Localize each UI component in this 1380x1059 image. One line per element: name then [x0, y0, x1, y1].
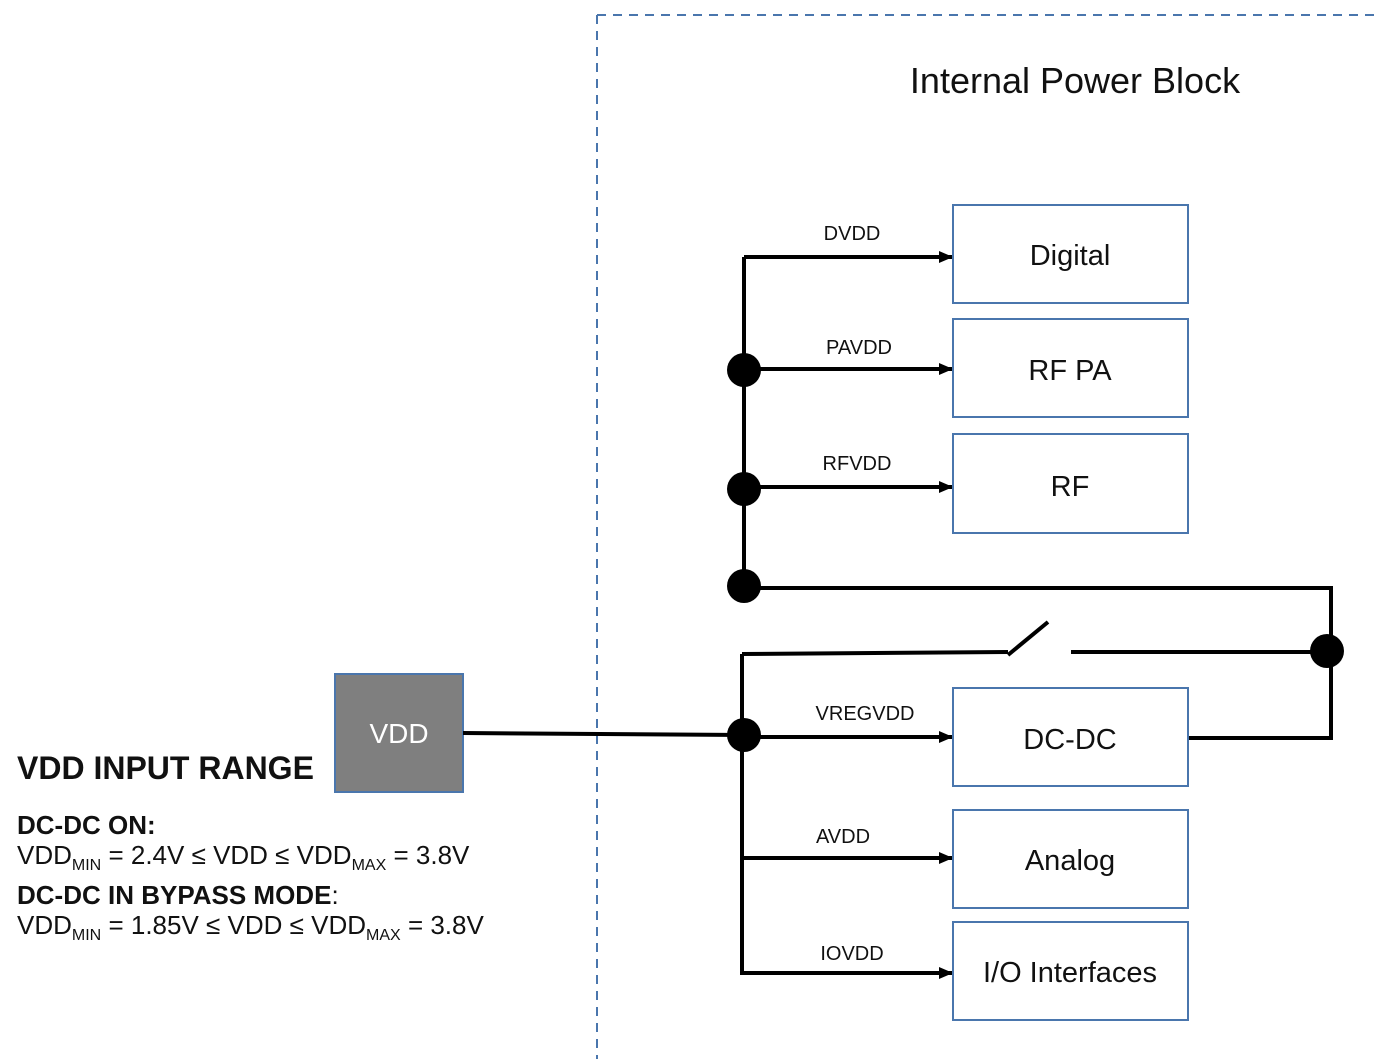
vdd-source-label: VDD [369, 718, 428, 749]
dcdc-on-min-value: = 2.4V ≤ VDD ≤ VDD [101, 840, 352, 870]
block-dc-dc [952, 687, 1189, 787]
rail-label-pavdd: PAVDD [826, 337, 892, 359]
switch-blade [1006, 620, 1050, 657]
vdd-source-box [334, 673, 464, 793]
block-analog [952, 809, 1189, 909]
bypass-max-sub: MAX [366, 927, 401, 944]
junctions [727, 353, 1344, 752]
vdd-source: VDD [334, 673, 464, 793]
block-label-rf-pa: RF PA [1028, 355, 1112, 387]
rail-label-avdd: AVDD [816, 826, 870, 848]
dcdc-on-range: VDDMIN = 2.4V ≤ VDD ≤ VDDMAX = 3.8V [17, 840, 484, 874]
dcdc-on-min-sub: MIN [71, 857, 102, 874]
bypass-min-sub: MIN [71, 927, 102, 944]
block-label-analog: Analog [1025, 845, 1115, 877]
block-label-io: I/O Interfaces [983, 957, 1157, 989]
bypass-range: VDDMIN = 1.85V ≤ VDD ≤ VDDMAX = 3.8V [17, 910, 484, 944]
junction-pavdd [727, 353, 761, 387]
dcdc-on-title: DC-DC ON: [17, 810, 156, 840]
internal-block-boundary [596, 14, 1380, 1059]
block-io [952, 921, 1189, 1021]
wires [462, 257, 1333, 975]
block-rf [952, 433, 1189, 534]
rail-label-rfvdd: RFVDD [823, 453, 892, 475]
bypass-title-suffix: : [331, 880, 339, 910]
bypass-max-value: = 3.8V [400, 910, 484, 940]
vdd-feed-wire [462, 731, 745, 737]
junction-rfvdd [727, 472, 761, 506]
rail-label-vregvdd: VREGVDD [816, 703, 915, 725]
block-label-rf: RF [1051, 471, 1090, 503]
block-digital [952, 204, 1189, 304]
vdd-input-range-legend: VDD INPUT RANGE DC-DC ON: VDDMIN = 2.4V … [17, 748, 484, 944]
junction-bypass [727, 569, 761, 603]
junction-vdd [727, 718, 761, 752]
block-label-dc-dc: DC-DC [1023, 724, 1116, 756]
block-rf-pa [952, 318, 1189, 418]
switch-left-wire [741, 650, 1009, 656]
dcdc-on-vdd: VDD [17, 840, 72, 870]
rail-arrows [742, 251, 953, 979]
legend-heading: VDD INPUT RANGE [17, 750, 314, 786]
region-title: Internal Power Block [910, 60, 1241, 101]
bypass-title: DC-DC IN BYPASS MODE [17, 880, 332, 910]
block-label-digital: Digital [1030, 240, 1111, 272]
rail-label-iovdd: IOVDD [820, 943, 883, 965]
dcdc-on-max-value: = 3.8V [386, 840, 470, 870]
bypass-vdd: VDD [17, 910, 72, 940]
rail-label-dvdd: DVDD [824, 223, 881, 245]
bypass-title-line: DC-DC IN BYPASS MODE: [17, 880, 484, 910]
dcdc-on-max-sub: MAX [351, 857, 387, 874]
junction-switch [1310, 634, 1344, 668]
bypass-min-value: = 1.85V ≤ VDD ≤ VDD [101, 910, 367, 940]
